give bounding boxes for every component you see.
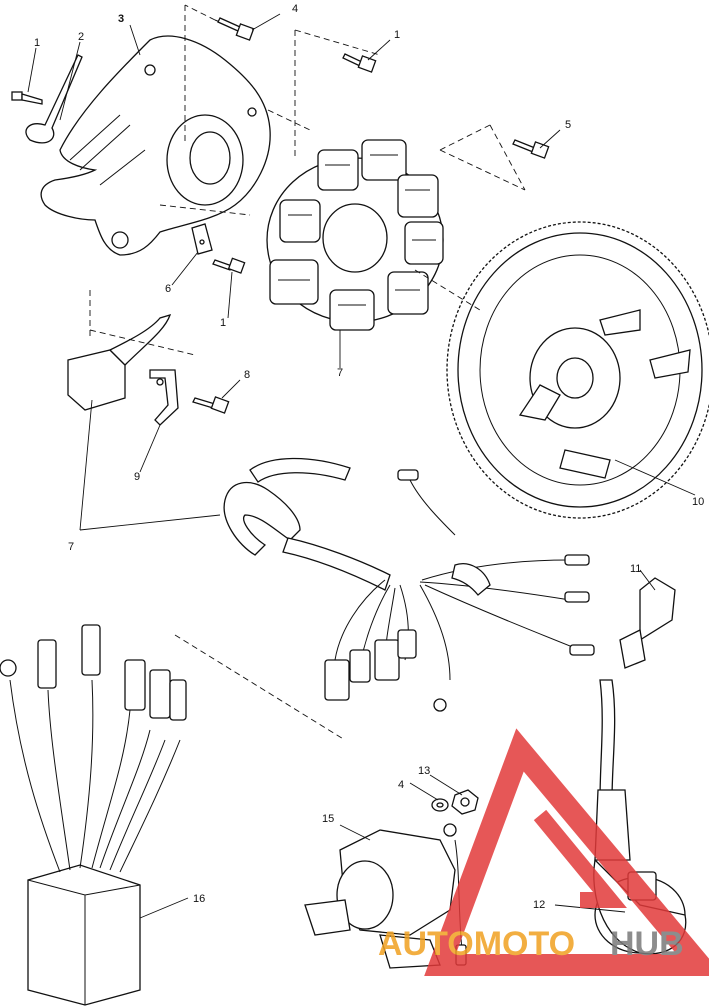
- watermark-logo: AUTOMOTO HUB: [378, 728, 709, 976]
- tab-6: [191, 223, 213, 255]
- watermark-word2: HUB: [610, 925, 684, 963]
- callout-2: 2: [78, 31, 84, 43]
- sensor-block: [67, 314, 172, 411]
- screw-1-mid: [212, 257, 246, 274]
- callout-7b: 7: [68, 541, 74, 553]
- alignment-lines: [89, 4, 526, 741]
- screw-1-top: [342, 53, 377, 73]
- screw-left: [11, 91, 43, 105]
- callout-6: 6: [165, 283, 171, 295]
- watermark-word1: AUTOMOTO: [378, 925, 575, 963]
- callout-4: 4: [292, 3, 298, 15]
- callout-15: 15: [322, 813, 334, 825]
- stator-plate: [40, 35, 271, 256]
- nut-13: [451, 789, 479, 815]
- screw-8: [192, 396, 230, 414]
- bracket-9: [149, 369, 179, 426]
- stator-coil: [266, 139, 444, 331]
- callout-7a: 7: [337, 367, 343, 379]
- flywheel: [446, 221, 709, 519]
- callout-12: 12: [533, 899, 545, 911]
- screw-5: [512, 139, 550, 159]
- callout-10: 10: [692, 496, 704, 508]
- callout-5: 5: [565, 119, 571, 131]
- cable-clip: [25, 54, 83, 144]
- callout-11: 11: [630, 563, 641, 575]
- wiring-harness: [223, 457, 595, 712]
- callout-9: 9: [134, 471, 140, 483]
- callout-13: 13: [418, 765, 430, 777]
- callout-labels: 1 2 3 4 1 5 6 1 7 8 9 10 7 11 13 4 15 16…: [34, 3, 704, 911]
- callout-3: 3: [118, 13, 124, 25]
- starter-relay: [304, 823, 467, 969]
- callout-1b: 1: [394, 29, 400, 41]
- callout-4b: 4: [398, 779, 404, 791]
- callout-16: 16: [193, 893, 205, 905]
- callout-8: 8: [244, 369, 250, 381]
- callout-1a: 1: [34, 37, 40, 49]
- leader-lines: [27, 13, 696, 919]
- callout-1c: 1: [220, 317, 226, 329]
- screw-4: [214, 17, 255, 41]
- washer-4: [431, 798, 449, 812]
- regulator: [0, 624, 187, 1006]
